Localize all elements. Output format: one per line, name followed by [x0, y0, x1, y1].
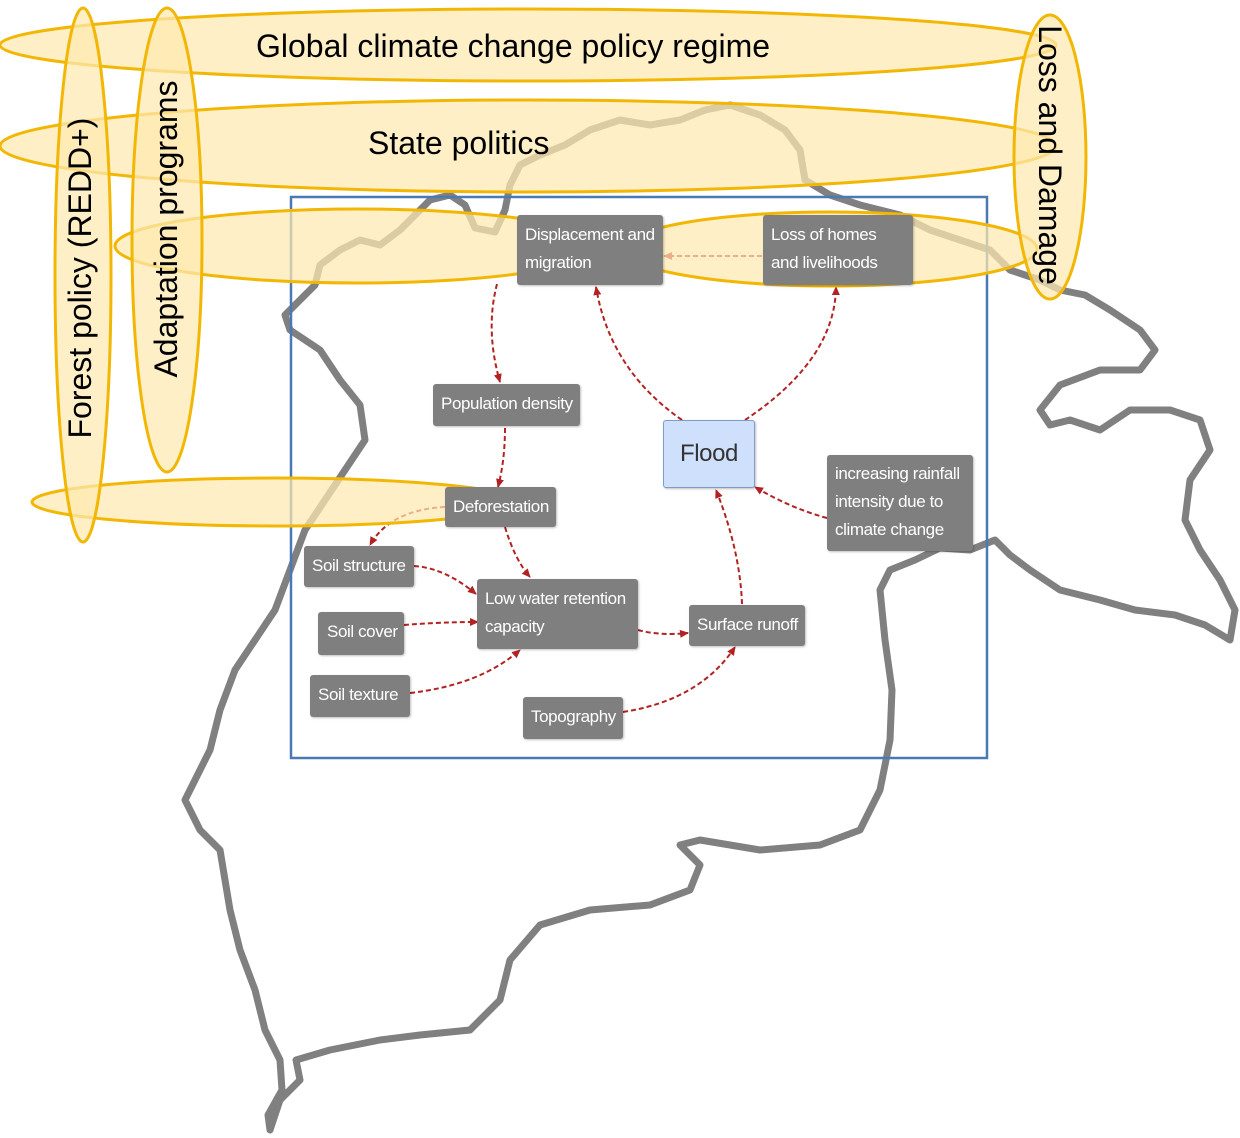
label-global-policy: Global climate change policy regime — [256, 28, 771, 64]
node-soil-structure: Soil structure — [304, 546, 414, 587]
node-population-density: Population density — [433, 384, 580, 426]
ellipse-adaptation-vertical — [130, 6, 204, 474]
node-deforestation: Deforestation — [445, 487, 556, 527]
label-state-politics: State politics — [368, 125, 550, 161]
node-soil-cover: Soil cover — [318, 612, 404, 655]
arrow-soil-cover-to-low-water — [403, 618, 479, 627]
label-loss-and-damage: Loss and Damage — [1032, 25, 1068, 285]
arrow-flood-to-displacement — [593, 286, 683, 421]
node-topography: Topography — [523, 697, 623, 739]
arrow-flood-to-loss — [744, 286, 840, 421]
ellipse-loss-vertical — [1012, 13, 1088, 301]
arrow-surface-runoff-to-flood — [715, 489, 743, 605]
label-adaptation-programs: Adaptation programs — [148, 80, 184, 378]
arrow-soil-structure-to-low-water — [413, 565, 477, 595]
node-surface-runoff: Surface runoff — [689, 605, 805, 646]
arrow-displacement-to-population — [490, 283, 502, 383]
node-flood: Flood — [663, 420, 755, 488]
node-soil-texture: Soil texture — [310, 675, 410, 717]
ellipse-forest-vertical — [53, 6, 113, 544]
arrow-low-water-to-surface-runoff — [637, 629, 689, 638]
arrow-soil-texture-to-low-water — [409, 649, 521, 694]
arrow-deforestation-to-low-water — [504, 526, 531, 578]
node-rainfall-intensity: increasing rainfall intensity due to cli… — [827, 455, 973, 551]
arrow-rainfall-to-flood — [754, 486, 828, 519]
arrow-topography-to-surface-runoff — [622, 646, 736, 713]
node-loss-homes: Loss of homes and livelihoods — [763, 215, 913, 285]
node-displacement: Displacement and migration — [517, 215, 663, 285]
arrow-population-to-deforestation — [496, 427, 506, 488]
label-forest-policy: Forest policy (REDD+) — [62, 117, 98, 439]
node-low-water-retention: Low water retention capacity — [477, 579, 638, 649]
